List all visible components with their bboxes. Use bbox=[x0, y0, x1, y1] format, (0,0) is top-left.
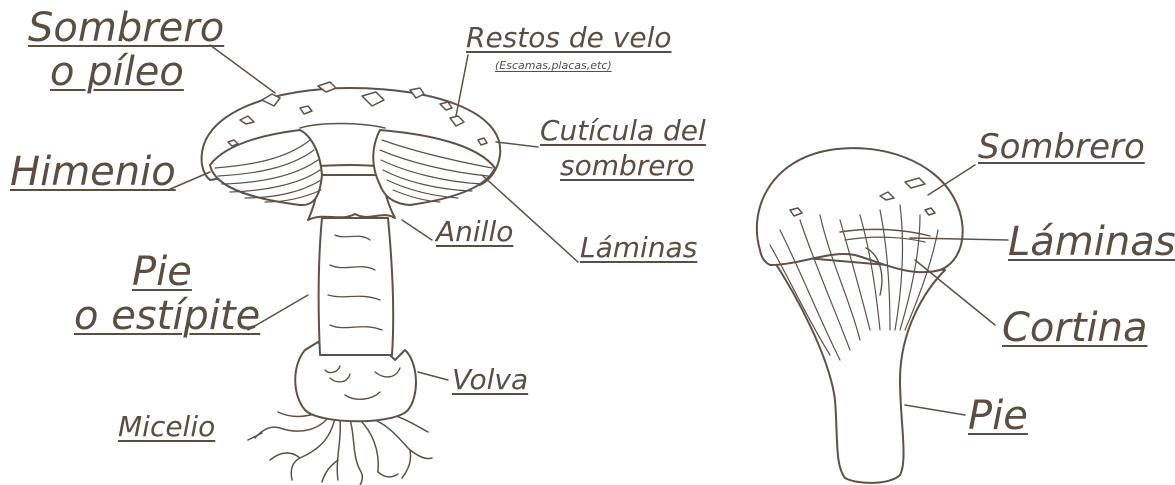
stipe-shape bbox=[319, 218, 394, 355]
label-restos-de-velo-sub: (Escamas,placas,etc) bbox=[495, 60, 612, 71]
label-pie-right: Pie bbox=[968, 396, 1028, 436]
label-volva: Volva bbox=[452, 366, 528, 394]
label-pie-estipite-line2: o estípite bbox=[74, 296, 260, 336]
label-pie-estipite-line1: Pie bbox=[132, 252, 192, 292]
label-restos-de-velo: Restos de velo bbox=[466, 24, 671, 52]
label-cortina: Cortina bbox=[1002, 308, 1148, 348]
label-laminas-left: Láminas bbox=[580, 234, 697, 262]
right-stipe-shape bbox=[770, 255, 945, 483]
label-micelio: Micelio bbox=[118, 413, 215, 441]
mycelium-roots bbox=[255, 412, 432, 485]
label-sombrero-pileo-line2: o píleo bbox=[50, 52, 184, 92]
label-sombrero-right: Sombrero bbox=[978, 130, 1145, 164]
label-laminas-right: Láminas bbox=[1008, 222, 1175, 262]
label-himenio: Himenio bbox=[10, 152, 176, 192]
label-anillo: Anillo bbox=[436, 218, 513, 246]
label-cuticula-line1: Cutícula del bbox=[540, 117, 706, 145]
label-cuticula-line2: sombrero bbox=[560, 152, 694, 180]
left-mushroom bbox=[202, 82, 501, 485]
right-mushroom bbox=[757, 148, 963, 483]
label-sombrero-pileo-line1: Sombrero bbox=[28, 8, 224, 48]
